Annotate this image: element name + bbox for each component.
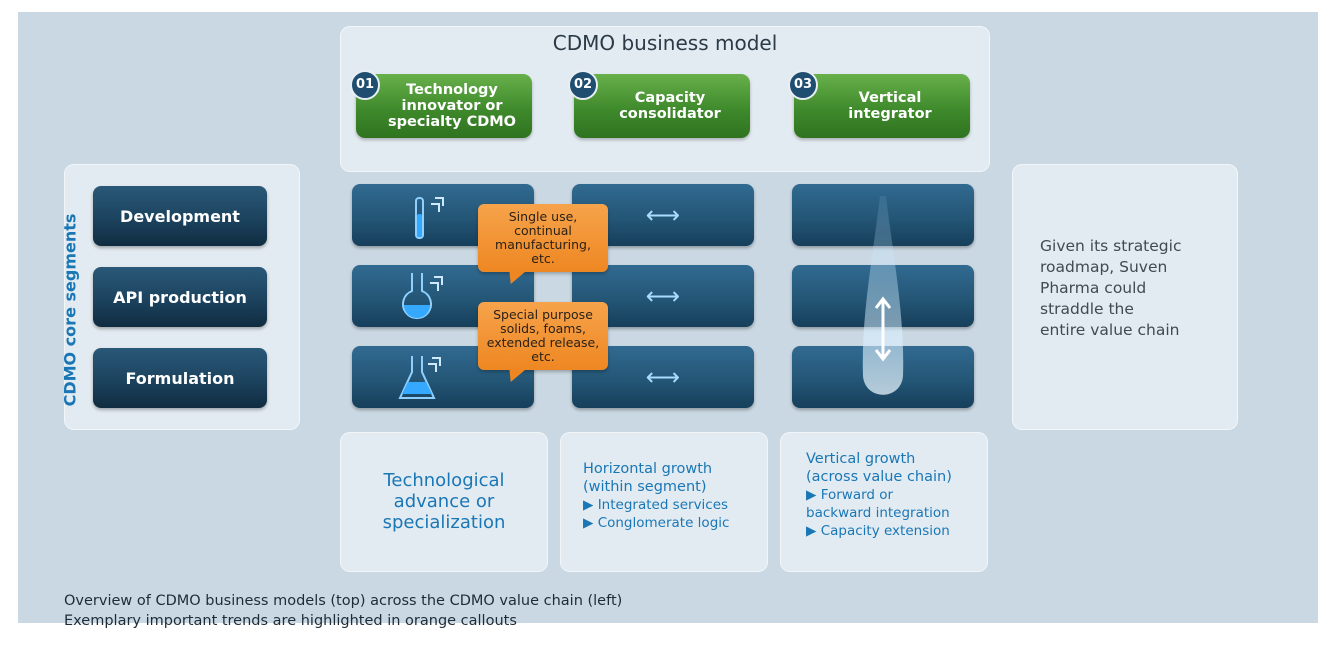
growth-panel-vertical	[780, 432, 988, 572]
bullet-text: Conglomerate logic	[597, 515, 730, 531]
caption-line-2: Exemplary important trends are highlight…	[64, 613, 517, 629]
round-flask-icon	[402, 273, 443, 319]
bullet-text: Capacity extension	[820, 523, 950, 539]
segments-axis-label: CDMO core segments	[55, 200, 85, 420]
cell-tech-api-production	[352, 265, 534, 327]
horizontal-arrow-icon: ⟷	[645, 363, 681, 391]
model-box-technology-innovator: 01 Technology innovator or specialty CDM…	[350, 70, 532, 138]
growth-horizontal-block: Horizontal growth (within segment) ▶ Int…	[583, 460, 763, 532]
bullet-item: ▶ Forward or backward integration	[806, 487, 950, 521]
growth-horizontal-bullets: ▶ Integrated services ▶ Conglomerate log…	[583, 496, 763, 532]
model-box-vertical-integrator: 03 Vertical integrator	[788, 70, 970, 138]
model-label: Technology innovator or specialty CDMO	[387, 82, 517, 130]
model-label: Capacity consolidator	[619, 90, 721, 122]
horizontal-arrow-icon: ⟷	[645, 201, 681, 229]
growth-vertical-title: Vertical growth (across value chain)	[806, 451, 952, 485]
segment-formulation: Formulation	[93, 348, 267, 408]
trend-callout-single-use: Single use, continual manufacturing, etc…	[478, 204, 608, 272]
caption-line-1: Overview of CDMO business models (top) a…	[64, 593, 623, 609]
segment-api-production: API production	[93, 267, 267, 327]
trend-callout-special-purpose: Special purpose solids, foams, extended …	[478, 302, 608, 370]
business-model-title: CDMO business model	[552, 31, 778, 55]
bullet-item: ▶ Conglomerate logic	[583, 515, 730, 531]
vertical-beam-icon	[862, 196, 904, 395]
model-number-badge: 01	[350, 70, 380, 100]
model-label: Vertical integrator	[848, 90, 932, 122]
bullet-text: Forward or backward integration	[806, 487, 950, 521]
growth-vertical-block: Vertical growth (across value chain) ▶ F…	[806, 450, 986, 540]
model-box-capacity-consolidator: 02 Capacity consolidator	[568, 70, 750, 138]
side-note-text: Given its strategic roadmap, Suven Pharm…	[1040, 237, 1182, 339]
segment-development: Development	[93, 186, 267, 246]
side-note-panel	[1012, 164, 1238, 430]
growth-panel-tech	[340, 432, 548, 572]
bullet-text: Integrated services	[597, 497, 729, 513]
segments-axis-text: CDMO core segments	[60, 213, 80, 407]
bullet-item: ▶ Integrated services	[583, 497, 729, 513]
growth-tech-text: Technological advance or specialization	[382, 470, 506, 533]
growth-panel-horizontal	[560, 432, 768, 572]
callout-text: Single use, continual manufacturing, etc…	[495, 209, 591, 266]
conical-flask-icon	[398, 356, 441, 399]
growth-vertical-bullets: ▶ Forward or backward integration ▶ Capa…	[806, 486, 986, 540]
test-tube-icon	[415, 197, 444, 239]
model-number-badge: 02	[568, 70, 598, 100]
growth-horizontal-title: Horizontal growth (within segment)	[583, 461, 713, 495]
callout-text: Special purpose solids, foams, extended …	[486, 307, 600, 364]
bullet-item: ▶ Capacity extension	[806, 523, 950, 539]
horizontal-arrow-icon: ⟷	[645, 282, 681, 310]
model-number-badge: 03	[788, 70, 818, 100]
